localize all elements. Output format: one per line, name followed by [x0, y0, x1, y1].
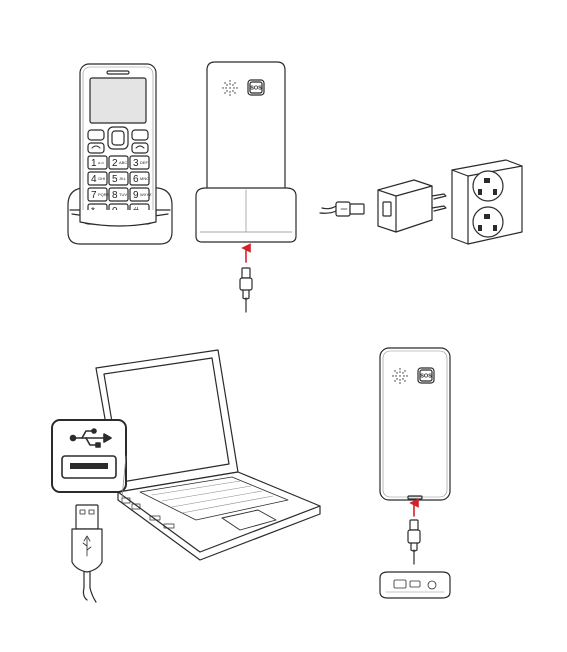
keypad-key-letters: MNO — [140, 176, 149, 181]
keypad-key-digit: 1 — [91, 158, 97, 169]
speaker-hole — [404, 380, 405, 381]
keypad-key-digit: 5 — [112, 174, 118, 185]
speaker-hole — [229, 87, 230, 88]
speaker-hole — [232, 90, 233, 91]
speaker-hole — [232, 84, 233, 85]
speaker-hole — [404, 370, 405, 371]
keypad-key-letters: WXYZ — [140, 192, 152, 197]
speaker-hole — [224, 82, 225, 83]
keypad-key-letters: JKL — [119, 176, 127, 181]
speaker-hole — [394, 380, 395, 381]
phone-front-in-cradle: 1o.o2ABC3DEF4GHI5JKL6MNO7PQRS8TUV9WXYZ*0… — [68, 64, 172, 244]
keypad-key-letters: GHI — [98, 176, 105, 181]
keypad-key-letters: ABC — [119, 160, 127, 165]
speaker-hole — [399, 375, 400, 376]
speaker-hole — [396, 378, 397, 379]
speaker-hole — [403, 375, 404, 376]
speaker-hole — [229, 83, 230, 84]
speaker-hole — [399, 379, 400, 380]
speaker-hole — [226, 90, 227, 91]
keypad-key-digit: 9 — [133, 190, 139, 201]
keypad-key-letters: o.o — [98, 160, 104, 165]
speaker-hole — [233, 87, 234, 88]
micro-usb-cable-icon — [240, 248, 252, 312]
usb-a-cable-plug — [72, 505, 102, 602]
keypad-key-digit: 6 — [133, 174, 139, 185]
speaker-hole — [394, 370, 395, 371]
sos-button-label: SOS — [250, 86, 262, 92]
laptop-icon — [96, 350, 320, 560]
uk-socket-icon — [452, 160, 522, 244]
speaker-hole — [399, 382, 400, 383]
speaker-hole — [226, 84, 227, 85]
speaker-hole — [225, 87, 226, 88]
speaker-hole — [406, 375, 407, 376]
speaker-hole — [395, 375, 396, 376]
micro-usb-cable-icon — [408, 503, 420, 564]
speaker-hole — [392, 375, 393, 376]
speaker-hole — [399, 368, 400, 369]
speaker-hole — [399, 371, 400, 372]
sos-button-label: SOS — [420, 374, 432, 380]
speaker-hole — [402, 378, 403, 379]
keypad-key-letters: PQRS — [98, 192, 110, 197]
speaker-hole — [229, 91, 230, 92]
keypad-key-digit: 8 — [112, 190, 118, 201]
keypad-key-digit: 2 — [112, 158, 118, 169]
speaker-hole — [236, 87, 237, 88]
keypad-key-letters: DEF — [140, 160, 149, 165]
speaker-hole — [229, 80, 230, 81]
wall-adapter-icon — [320, 180, 446, 232]
handset-back — [380, 348, 450, 500]
keypad-key-digit: 3 — [133, 158, 139, 169]
speaker-hole — [229, 94, 230, 95]
keypad-key-letters: TUV — [119, 192, 127, 197]
keypad-key-digit: 4 — [91, 174, 97, 185]
speaker-hole — [234, 82, 235, 83]
phone-back-in-cradle — [196, 62, 296, 242]
speaker-hole — [222, 87, 223, 88]
speaker-hole — [224, 92, 225, 93]
speaker-hole — [402, 372, 403, 373]
handset-bottom-edge — [380, 572, 450, 598]
keypad-key-digit: 7 — [91, 190, 97, 201]
speaker-hole — [396, 372, 397, 373]
speaker-hole — [234, 92, 235, 93]
